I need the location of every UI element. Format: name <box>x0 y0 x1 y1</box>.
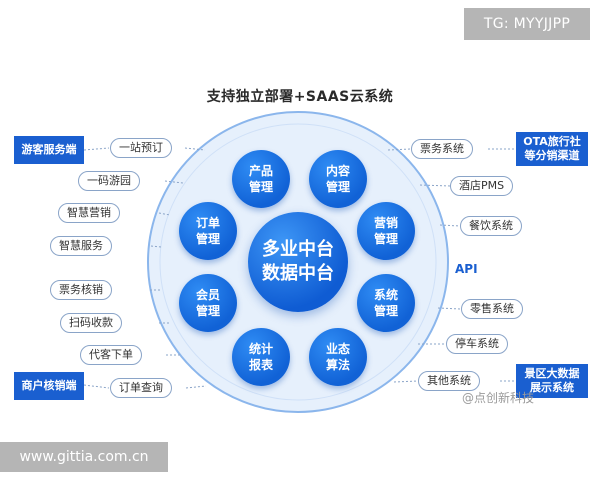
bigdata-box-line-2: 展示系统 <box>530 381 574 394</box>
node-label-top: 产品 <box>248 164 273 178</box>
bigdata-box-line-1: 景区大数据 <box>524 367 580 380</box>
node-product-management: 产品管理 <box>232 150 290 208</box>
node-label-top: 系统 <box>373 288 398 302</box>
node-label-top: 会员 <box>195 288 220 302</box>
right-item: 餐饮系统 <box>460 216 522 236</box>
node-business-algorithm: 业态算法 <box>309 328 367 386</box>
ota-box-line-2: 等分销渠道 <box>524 149 580 162</box>
merchant-verify-box: 商户核销端 <box>14 372 84 400</box>
right-item: 停车系统 <box>446 334 508 354</box>
ota-channel-box: OTA旅行社 等分销渠道 <box>516 132 588 166</box>
node-label-bottom: 算法 <box>325 358 350 372</box>
ota-box-line-1: OTA旅行社 <box>523 135 581 148</box>
left-item: 一站预订 <box>110 138 172 158</box>
center-line-1: 多业中台 <box>262 239 334 260</box>
node-label-top: 订单 <box>195 216 220 230</box>
node-label-bottom: 报表 <box>248 358 273 372</box>
right-item: 票务系统 <box>411 139 473 159</box>
left-item: 一码游园 <box>78 171 140 191</box>
node-label-bottom: 管理 <box>248 180 273 194</box>
node-order-management: 订单管理 <box>179 202 237 260</box>
node-content-management: 内容管理 <box>309 150 367 208</box>
left-item: 智慧营销 <box>58 203 120 223</box>
watermark: @点创新科技 <box>462 391 535 405</box>
right-item: 其他系统 <box>418 371 480 391</box>
left-item: 代客下单 <box>80 345 142 365</box>
center-line-2: 数据中台 <box>262 263 334 284</box>
node-marketing-management: 营销管理 <box>357 202 415 260</box>
node-label-bottom: 管理 <box>325 180 350 194</box>
node-label-top: 内容 <box>325 164 350 178</box>
bottom-banner: www.gittia.com.cn <box>0 442 168 472</box>
node-label-bottom: 管理 <box>195 232 220 246</box>
node-label-bottom: 管理 <box>373 232 398 246</box>
top-banner: TG: MYYJJPP <box>464 8 590 40</box>
node-label-top: 业态 <box>325 342 350 356</box>
left-item: 智慧服务 <box>50 236 112 256</box>
node-label-bottom: 管理 <box>373 304 398 318</box>
node-label-bottom: 管理 <box>195 304 220 318</box>
inner-ring-guide <box>159 123 437 401</box>
bigdata-display-box: 景区大数据 展示系统 <box>516 364 588 398</box>
left-item: 订单查询 <box>110 378 172 398</box>
tourist-service-box: 游客服务端 <box>14 136 84 164</box>
diagram-title: 支持独立部署+SAAS云系统 <box>206 89 394 105</box>
right-connectors <box>387 148 516 383</box>
node-statistics-report: 统计报表 <box>232 328 290 386</box>
node-label-top: 统计 <box>248 342 273 356</box>
node-system-management: 系统管理 <box>357 274 415 332</box>
right-item: 零售系统 <box>461 299 523 319</box>
node-member-management: 会员管理 <box>179 274 237 332</box>
node-label-top: 营销 <box>373 216 398 230</box>
left-item: 扫码收款 <box>60 313 122 333</box>
center-hub: 多业中台 数据中台 <box>248 212 348 312</box>
left-connectors <box>83 147 207 389</box>
api-label: API <box>455 262 478 276</box>
right-item: 酒店PMS <box>450 176 514 196</box>
left-item: 票务核销 <box>50 280 112 300</box>
